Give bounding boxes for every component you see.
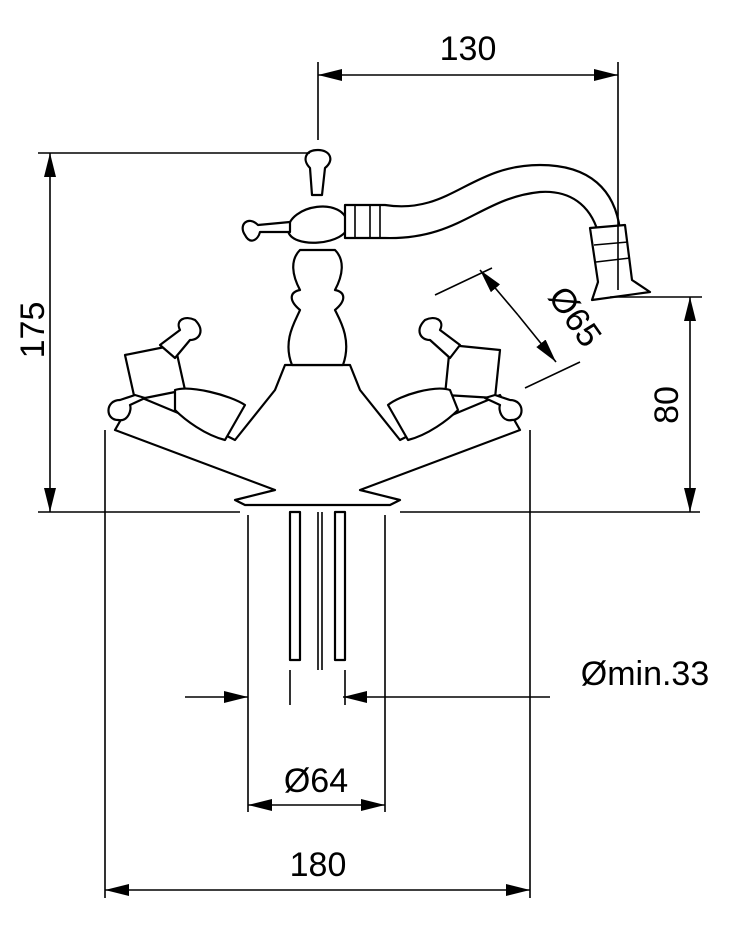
dimension-lines [38,62,702,898]
dim-80-label: 80 [648,386,686,424]
dim-175-label: 175 [14,302,52,359]
dim-130-label: 130 [440,30,497,68]
dim-omin33-label: Ømin.33 [581,655,710,693]
faucet-outline [107,148,652,670]
dim-o64-label: Ø64 [284,762,348,800]
dim-180-label: 180 [290,846,347,884]
